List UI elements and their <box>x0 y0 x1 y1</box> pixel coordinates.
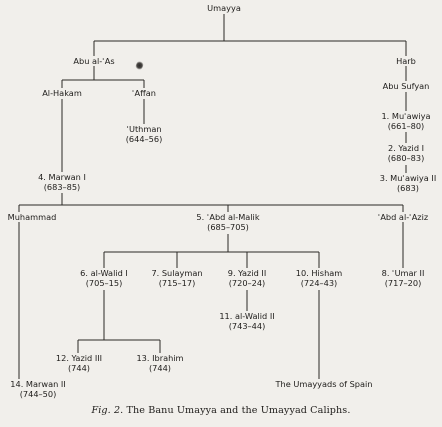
node-dates: (661–80) <box>387 121 425 132</box>
node-sulayman: 7. Sulayman (715–17) <box>151 268 202 289</box>
node-walid-1: 6. al-Walid I (705–15) <box>80 268 128 289</box>
node-name: Abu Sufyan <box>382 81 430 91</box>
node-name: 8. ʿUmar II <box>381 268 425 278</box>
node-abu-sufyan: Abu Sufyan <box>383 81 430 91</box>
node-dates: (743–44) <box>228 321 266 332</box>
caption-number: Fig. 2. <box>91 405 124 416</box>
node-dates: (724–43) <box>300 278 338 289</box>
node-dates: (744) <box>67 363 91 374</box>
node-name: 14. Marwan II <box>10 379 66 389</box>
node-marwan-1: 4. Marwan I (683–85) <box>38 172 86 193</box>
node-dates: (744–50) <box>19 389 57 400</box>
figure-caption: Fig. 2. The Banu Umayya and the Umayyad … <box>0 405 442 416</box>
node-name: 11. al-Walid II <box>219 311 275 321</box>
node-dates: (715–17) <box>158 278 196 289</box>
node-abd-al-aziz: ʿAbd al-ʿAziz <box>378 212 428 222</box>
node-name: 3. Muʿawiya II <box>379 173 437 183</box>
node-name: Umayya <box>207 3 241 13</box>
node-name: 12. Yazid III <box>55 353 103 363</box>
node-al-hakam: Al-Hakam <box>42 88 82 98</box>
node-muawiya-2: 3. Muʿawiya II (683) <box>380 173 436 194</box>
node-umayyads-of-spain: The Umayyads of Spain <box>276 379 373 389</box>
node-name: Harb <box>396 56 416 66</box>
node-name: 1. Muʿawiya <box>381 111 431 121</box>
node-dates: (683) <box>396 183 420 194</box>
node-name: ʿUthman <box>126 124 162 134</box>
node-name: 7. Sulayman <box>151 268 203 278</box>
node-affan: ʿAffan <box>132 88 156 98</box>
node-name: Muhammad <box>7 212 57 222</box>
node-umar-2: 8. ʿUmar II (717–20) <box>382 268 425 289</box>
node-dates: (717–20) <box>384 278 422 289</box>
node-name: Al-Hakam <box>42 88 82 98</box>
node-dates: (720–24) <box>228 278 266 289</box>
node-abd-al-malik: 5. ʿAbd al-Malik (685–705) <box>196 212 259 233</box>
node-name: 5. ʿAbd al-Malik <box>196 212 260 222</box>
node-dates: (744) <box>148 363 172 374</box>
node-yazid-1: 2. Yazid I (680–83) <box>388 143 425 164</box>
node-name: ʿAbd al-ʿAziz <box>377 212 429 222</box>
node-dates: (644–56) <box>125 134 163 145</box>
node-name: ʿAffan <box>132 88 156 98</box>
node-yazid-2: 9. Yazid II (720–24) <box>228 268 267 289</box>
node-name: Abu al-ʿAs <box>73 56 115 66</box>
node-name: 6. al-Walid I <box>80 268 128 278</box>
node-harb: Harb <box>396 56 416 66</box>
node-muawiya-1: 1. Muʿawiya (661–80) <box>381 111 430 132</box>
node-marwan-2: 14. Marwan II (744–50) <box>10 379 65 400</box>
node-dates: (680–83) <box>387 153 425 164</box>
caption-text: The Banu Umayya and the Umayyad Caliphs. <box>126 405 351 416</box>
node-dates: (685–705) <box>207 222 249 233</box>
node-abu-al-as: Abu al-ʿAs <box>73 56 114 66</box>
node-name: 10. Hisham <box>295 268 343 278</box>
node-uthman: ʿUthman (644–56) <box>126 124 163 145</box>
node-muhammad: Muhammad <box>8 212 57 222</box>
node-name: 13. Ibrahim <box>136 353 184 363</box>
node-walid-2: 11. al-Walid II (743–44) <box>219 311 274 332</box>
node-umayya: Umayya <box>207 3 241 13</box>
node-name: The Umayyads of Spain <box>275 379 373 389</box>
node-hisham: 10. Hisham (724–43) <box>296 268 343 289</box>
node-ibrahim: 13. Ibrahim (744) <box>136 353 183 374</box>
node-name: 2. Yazid I <box>387 143 425 153</box>
node-dates: (683–85) <box>43 182 81 193</box>
node-yazid-3: 12. Yazid III (744) <box>56 353 102 374</box>
node-dates: (705–15) <box>85 278 123 289</box>
node-name: 9. Yazid II <box>227 268 267 278</box>
node-name: 4. Marwan I <box>38 172 86 182</box>
